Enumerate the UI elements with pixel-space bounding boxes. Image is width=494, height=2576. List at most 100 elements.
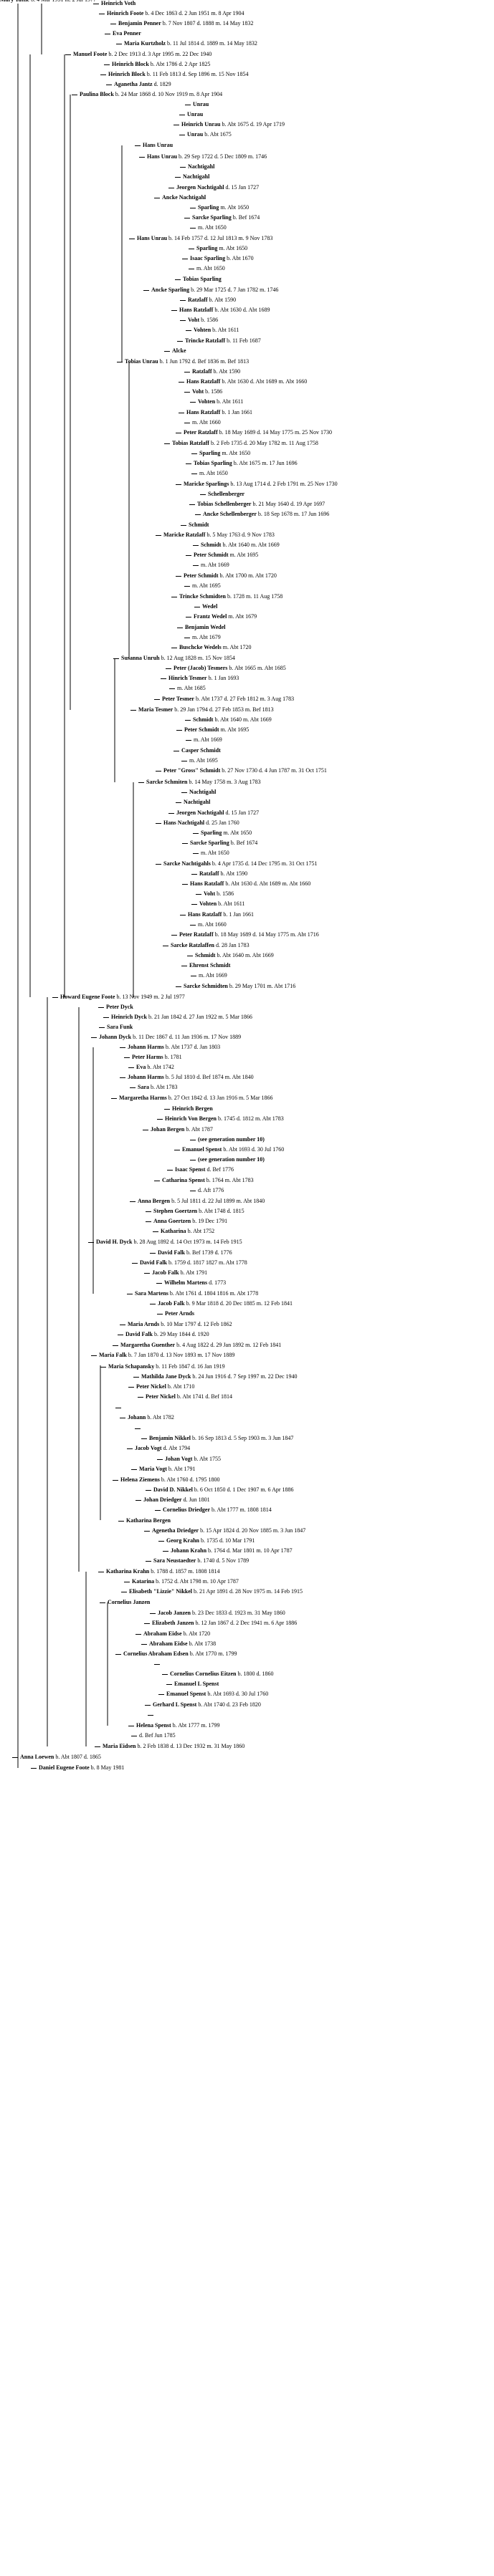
tree-person-row: Heinrich Dyck b. 21 Jan 1842 d. 27 Jan 1… bbox=[111, 1014, 252, 1021]
person-dates: b. Abt 1740 d. 23 Feb 1820 bbox=[198, 1701, 261, 1708]
person-dates: b. Abt 1590 bbox=[213, 368, 241, 375]
person-name: Johan Bergen bbox=[151, 1126, 185, 1133]
person-dates: b. 7 Jan 1870 d. 13 Nov 1893 m. 17 Nov 1… bbox=[128, 1352, 235, 1358]
tree-person-row: Johan Vogt b. Abt 1755 bbox=[165, 1456, 221, 1463]
person-name: Vohten bbox=[194, 327, 212, 333]
person-dates: m. Abt 1650 bbox=[223, 830, 252, 836]
person-name: Anna Loewen bbox=[20, 1754, 54, 1760]
person-name: Nachtigahl bbox=[188, 163, 215, 170]
tree-person-row: Tobias Sparling b. Abt 1675 m. 17 Jun 16… bbox=[194, 460, 298, 467]
tree-person-row: Maria Arnds b. 10 Mar 1797 d. 12 Feb 186… bbox=[128, 1321, 232, 1328]
person-dates: b. 1759 d. 1817 1827 m. Abt 1778 bbox=[168, 1259, 247, 1266]
tree-person-row: Hans Ratzlaff b. Abt 1630 d. Abt 1689 m.… bbox=[186, 378, 307, 385]
person-name: Unrau bbox=[193, 101, 209, 107]
person-dates: m. Abt 1695 bbox=[192, 582, 221, 589]
tree-person-row: Isaac Sparling b. Abt 1670 bbox=[190, 255, 254, 262]
tree-person-row: Helena Ziemens b. Abt 1760 d. 1795 1800 bbox=[120, 1476, 219, 1484]
tree-person-row: Alcke bbox=[172, 347, 186, 355]
tree-person-row: m. Abt 1650 bbox=[199, 470, 228, 477]
person-name: Johann Dyck bbox=[99, 1034, 132, 1040]
person-name: Sarcke Nachtigahls bbox=[163, 860, 211, 867]
person-dates: b. 1728 m. 11 Aug 1758 bbox=[227, 593, 283, 600]
tree-person-row: Hans Unrau bbox=[143, 142, 173, 149]
person-name: Sarcke Ratzlaffen bbox=[171, 942, 214, 948]
tree-person-row: Daniel Eugene Foote b. 8 May 1981 bbox=[39, 1764, 124, 1772]
tree-person-row: Georg Krahn b. 1735 d. 10 Mar 1791 bbox=[166, 1537, 255, 1544]
tree-person-row: David Falk b. 29 May 1844 d. 1920 bbox=[125, 1331, 209, 1338]
person-dates: d. 15 Jan 1727 bbox=[225, 809, 260, 816]
tree-person-row: m. Abt 1669 bbox=[199, 972, 227, 979]
person-dates: b. 1 Jan 1661 bbox=[223, 911, 254, 918]
person-dates: b. 14 May 1758 m. 3 Aug 1783 bbox=[189, 779, 261, 785]
person-name: Sparling bbox=[201, 830, 222, 836]
person-dates: b. 11 Feb 1847 d. 16 Jan 1919 bbox=[156, 1363, 225, 1370]
person-dates: b. 1586 bbox=[201, 317, 219, 323]
tree-person-row: Peter Ratzlaff b. 18 May 1689 d. 14 May … bbox=[184, 429, 332, 436]
tree-person-row: Helena Spenst b. Abt 1777 m. 1799 bbox=[136, 1722, 219, 1729]
person-name: Margaretha Guenther bbox=[120, 1342, 176, 1348]
person-dates: b. Abt 1611 bbox=[218, 900, 245, 907]
tree-person-row: Frantz Wedel m. Abt 1679 bbox=[194, 613, 257, 620]
person-name: Cornelius Janzen bbox=[108, 1599, 151, 1605]
person-name: Ratzlaff bbox=[199, 870, 219, 877]
person-dates: b. Abt 1675 m. 17 Jun 1696 bbox=[233, 460, 298, 466]
person-name: Cornelius Abraham Edsen bbox=[123, 1650, 189, 1657]
person-dates: b. 29 Jan 1794 d. 27 Feb 1853 m. Bef 181… bbox=[174, 706, 274, 713]
tree-person-row: David Falk b. 1759 d. 1817 1827 m. Abt 1… bbox=[140, 1259, 247, 1267]
person-dates: b. Abt 1590 bbox=[220, 870, 248, 877]
person-dates: b. 2 Feb 1838 d. 13 Dec 1932 m. 31 May 1… bbox=[137, 1743, 245, 1749]
tree-person-row: m. Abt 1650 bbox=[198, 224, 227, 231]
tree-person-row: Peter Arnds bbox=[165, 1310, 194, 1317]
person-name: Abraham Eidse bbox=[143, 1630, 182, 1637]
person-name: Sara Neustaedter bbox=[153, 1557, 196, 1564]
person-name: Heinrich Voth bbox=[101, 0, 136, 6]
person-name: Johan Vogt bbox=[165, 1456, 193, 1462]
person-dates: b. Abt 1630 d. Abt 1689 bbox=[214, 307, 270, 313]
person-name: Benjamin Nikkel bbox=[149, 1435, 191, 1441]
person-dates: b. 4 Aug 1822 d. 29 Jan 1892 m. 12 Feb 1… bbox=[176, 1342, 282, 1348]
person-dates: b. Abt 1777 m. 1799 bbox=[172, 1722, 220, 1729]
person-dates: m. Abt 1650 bbox=[196, 265, 225, 271]
person-dates: b. Abt 1787 bbox=[186, 1126, 213, 1133]
person-dates: b. Abt 1782 bbox=[147, 1414, 174, 1421]
person-dates: b. 5 May 1763 d. 9 Nov 1783 bbox=[206, 532, 275, 538]
person-name: Heinrich Von Bergen bbox=[165, 1115, 217, 1122]
tree-person-row: d. Aft 1776 bbox=[198, 1187, 224, 1194]
tree-person-row: Heinrich Foote b. 4 Dec 1863 d. 2 Jun 19… bbox=[107, 10, 244, 17]
person-name: Isaac Spenst bbox=[175, 1166, 206, 1173]
tree-person-row: Hans Nachtigahl d. 25 Jan 1760 bbox=[163, 820, 239, 827]
person-dates: b. 18 Sep 1678 m. 17 Jun 1696 bbox=[257, 511, 330, 517]
tree-person-row: Eva Penner bbox=[113, 30, 141, 37]
person-dates: m. Abt 1695 bbox=[189, 757, 218, 764]
tree-person-row: Vohten b. Abt 1611 bbox=[194, 327, 239, 334]
person-name: Sara Funk bbox=[107, 1024, 133, 1030]
person-name: Tobias Sparling bbox=[183, 276, 222, 282]
person-name: Jacob Falk bbox=[152, 1269, 179, 1276]
person-dates: b. Abt 1675 d. 19 Apr 1719 bbox=[222, 121, 285, 128]
tree-person-row: Sara Neustaedter b. 1740 d. 5 Nov 1789 bbox=[153, 1557, 249, 1565]
person-name: Katarina bbox=[132, 1578, 155, 1585]
tree-person-row: Emanuel Spenst b. Abt 1693 d. 30 Jul 176… bbox=[182, 1146, 284, 1153]
tree-person-row: Paulina Block b. 24 Mar 1868 d. 10 Nov 1… bbox=[80, 91, 222, 98]
person-name: Paulina Block bbox=[80, 91, 114, 97]
tree-person-row: Ratzlaff b. Abt 1590 bbox=[199, 870, 247, 878]
person-name: Sarcke Sparling bbox=[192, 214, 232, 221]
person-name: Ratzlaff bbox=[188, 297, 208, 303]
tree-person-row: Howard Eugene Foote b. 13 Nov 1949 m. 2 … bbox=[60, 994, 185, 1001]
person-name: Schmidt bbox=[195, 952, 216, 958]
tree-person-row: Buschcke Wedels m. Abt 1720 bbox=[179, 644, 252, 651]
person-dates: m. Abt 1669 bbox=[201, 562, 229, 568]
person-dates: b. Abt 1693 d. 30 Jul 1760 bbox=[207, 1691, 269, 1697]
person-dates: b. 28 Aug 1892 d. 14 Oct 1973 m. 14 Feb … bbox=[133, 1239, 242, 1245]
person-dates: b. 4 Mar 1951 m. 2 Jul 1977 bbox=[31, 0, 96, 3]
person-dates: b. 1781 bbox=[164, 1054, 182, 1060]
person-name: Isaac Sparling bbox=[190, 255, 226, 261]
tree-person-row: Voht b. 1586 bbox=[204, 890, 234, 898]
person-dates: b. Abt 1791 bbox=[168, 1466, 196, 1472]
person-dates: b. 12 Jan 1867 d. 2 Dec 1941 m. 6 Apr 18… bbox=[195, 1620, 298, 1626]
tree-person-row: Voht b. 1586 bbox=[188, 317, 218, 324]
person-dates: b. Abt 1665 m. Abt 1685 bbox=[229, 665, 286, 671]
person-dates: b. Abt 1777 m. 1808 1814 bbox=[212, 1506, 272, 1513]
person-dates: b. Abt 1741 d. Bef 1814 bbox=[176, 1393, 232, 1400]
person-name: Maria Arnds bbox=[128, 1321, 160, 1327]
